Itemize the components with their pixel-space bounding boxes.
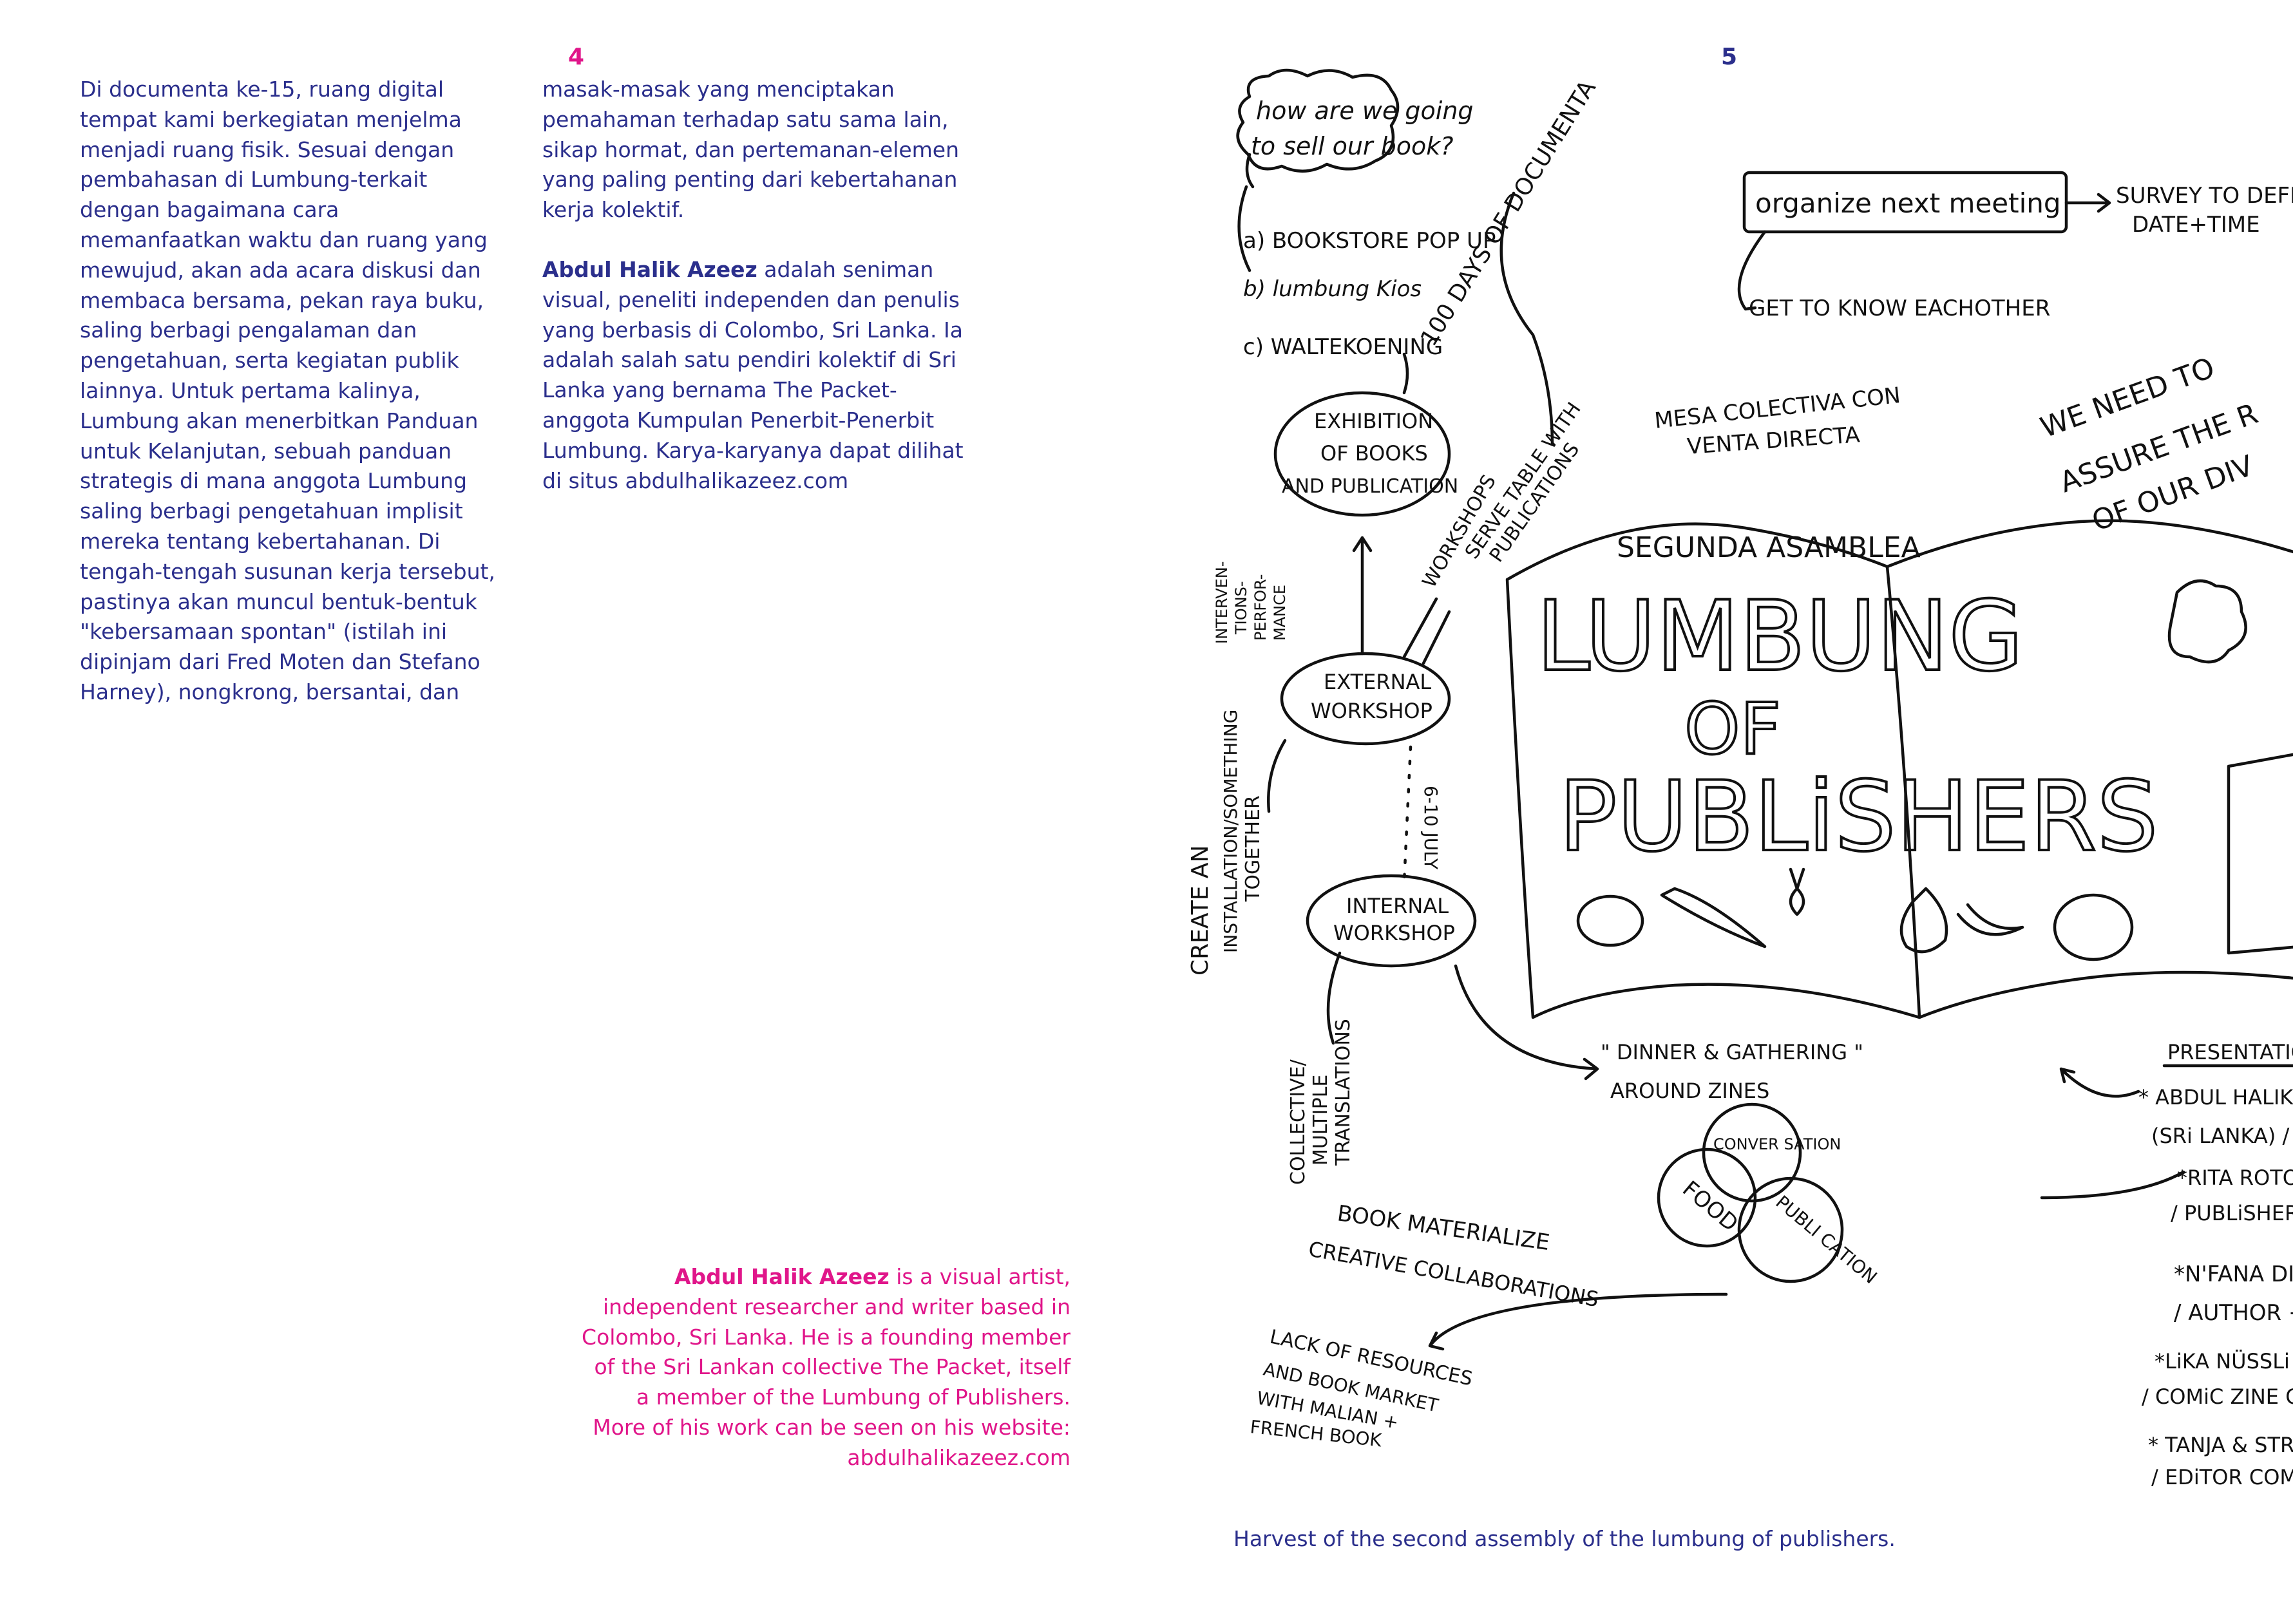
presenter-4-role: / COMiC ZINE COLLECTIVE [2142, 1384, 2293, 1409]
presentation-heading: PRESENTATION [2167, 1040, 2293, 1064]
segunda-asamblea: SEGUNDA ASAMBLEA [1617, 531, 1921, 564]
arrow-to-exhibition [1352, 536, 1373, 656]
bio-en-name: Abdul Halik Azeez [674, 1264, 890, 1289]
collective-label-2: MULTIPLE [1309, 1075, 1332, 1166]
text-column-1: Di documenta ke-15, ruang digital tempat… [80, 75, 505, 708]
presenter-2-name: *RITA ROTOLPRESS (KASSEL) [2177, 1166, 2293, 1190]
venn-publication [1737, 1176, 1844, 1283]
carrot-drawing [1660, 887, 1767, 949]
dinner-label-1: " DINNER & GATHERING " [1601, 1040, 1863, 1064]
body-continuation: masak-masak yang menciptakan pemahaman t… [542, 77, 960, 223]
arrow-to-workshops [1402, 597, 1438, 659]
presenter-2-role: / PUBLiSHER + BOOKSTORE [2171, 1201, 2293, 1225]
create-label-1: CREATE AN [1187, 845, 1213, 976]
venn-food [1657, 1147, 1757, 1248]
presenter-1-name: * ABDUL HALIK AZEEZ [2138, 1085, 2293, 1109]
get-to-know-label: GET TO KNOW EACHOTHER [1749, 296, 2050, 321]
arrow-to-mesa [1499, 191, 1554, 446]
notebook-drawing [2227, 753, 2293, 955]
internal-workshop-oval [1306, 874, 1477, 968]
survey-label-2: DATE+TIME [2132, 212, 2260, 238]
presenter-3-role: / AUTHOR + WRiTER + EDiTOR [2174, 1300, 2293, 1326]
left-page: 4 Di documenta ke-15, ruang digital temp… [0, 0, 1146, 1624]
presenter-3-name: *N'FANA DIAKITE (MALI) [2174, 1261, 2293, 1287]
presenter-4-name: *LiKA NÜSSLi [2155, 1349, 2290, 1374]
arrow-to-dinner [1454, 964, 1599, 1081]
venn-publication-label: PUBLI CATION [1772, 1191, 1881, 1288]
arrow-days-to-exhibition [1402, 352, 1409, 395]
publishers-title: PUBLiSHERS [1559, 761, 2158, 873]
next-meeting-label: organize next meeting [1755, 187, 2061, 219]
cloud-bump [1245, 153, 1255, 189]
bio-english: Abdul Halik Azeez is a visual artist, in… [580, 1262, 1070, 1473]
arrow-to-get-to-know [1737, 230, 1767, 311]
cloud-text-2: to sell our book? [1251, 132, 1453, 160]
figure-caption: Harvest of the second assembly of the lu… [1233, 1526, 1896, 1551]
create-label-2: INSTALLATION/SOMETHING [1220, 710, 1241, 953]
presenter-5-name: * TANJA & STRiPBURGER [2148, 1433, 2293, 1457]
july-label: 6-10 JULY [1420, 786, 1441, 870]
lumbung-title: LUMBUNG [1536, 581, 2023, 693]
exhibition-label-2: OF BOOKS [1320, 441, 1428, 466]
exhibition-label-3: AND PUBLICATION [1282, 475, 1458, 498]
book-outline [1505, 519, 2293, 1019]
exhibition-label-1: EXHIBITION [1314, 409, 1433, 433]
arrow-to-serve-table [1422, 610, 1451, 665]
option-b: b) lumbung Kios [1243, 276, 1422, 302]
presenter-5-role: / EDiTOR COMiC + ART + ZiNES [2151, 1465, 2293, 1489]
arrow-to-translations [1326, 951, 1342, 1045]
cloud-text-1: how are we going [1256, 97, 1474, 125]
collective-label-1: COLLECTIVE/ [1287, 1059, 1309, 1185]
page-number-right: 5 [1721, 44, 1738, 70]
cabbage-drawing [2053, 893, 2134, 961]
option-a: a) BOOKSTORE POP UP [1243, 228, 1496, 254]
venn-conversation-label: CONVER SATION [1713, 1135, 1841, 1153]
survey-label-1: SURVEY TO DEFI [2116, 183, 2293, 209]
interventions-2: TIONS- [1232, 581, 1250, 635]
interventions-1: INTERVEN- [1213, 562, 1231, 644]
bio-name: Abdul Halik Azeez [542, 256, 757, 282]
right-page: 5 [1146, 0, 2293, 1624]
internal-label-2: WORKSHOP [1333, 921, 1455, 945]
of-title: OF [1684, 688, 1781, 770]
radish-drawing [1789, 867, 1805, 916]
book-spine [1885, 565, 1921, 1019]
arrow-to-abdul [2059, 1067, 2140, 1098]
harvest-sketch: how are we going to sell our book? a) BO… [1187, 68, 2293, 1489]
external-workshop-oval [1280, 652, 1451, 746]
text-column-2: masak-masak yang menciptakan pemahaman t… [542, 75, 967, 496]
exhibition-oval [1273, 391, 1451, 517]
presenter-1-role: (SRi LANKA) / PUBLISHER [2151, 1124, 2293, 1148]
bio-text: adalah seniman visual, peneliti independ… [542, 256, 964, 493]
collective-label-3: TRANSLATIONS [1332, 1019, 1355, 1166]
internal-label-1: INTERNAL [1346, 894, 1449, 918]
arrow-venn-to-lack [1428, 1292, 1728, 1351]
lemon-drawing [1576, 894, 1644, 947]
dotted-link [1402, 745, 1413, 884]
creative-collaborations: CREATIVE COLLABORATIONS [1307, 1236, 1601, 1312]
body-paragraph: Di documenta ke-15, ruang digital tempat… [80, 77, 495, 704]
create-label-3: TOGETHER [1242, 795, 1264, 902]
page-number-left: 4 [568, 44, 585, 70]
arrow-to-survey [2064, 193, 2111, 213]
arrow-to-create [1267, 739, 1287, 813]
venn-conversation [1702, 1102, 1802, 1203]
option-c: c) WALTEKOENING [1243, 334, 1443, 360]
interventions-3: PERFOR- [1251, 574, 1270, 641]
external-label-2: WORKSHOP [1311, 699, 1432, 723]
interventions-4: MANCE [1271, 585, 1289, 641]
cauliflower-drawing [2167, 579, 2247, 664]
banana-drawing [1956, 903, 2024, 936]
bio-indonesian: Abdul Halik Azeez adalah seniman visual,… [542, 255, 967, 496]
bio-en-text: is a visual artist, independent research… [582, 1264, 1070, 1470]
venn-food-label: FOOD [1677, 1176, 1743, 1236]
arrow-to-rita [2040, 1170, 2185, 1200]
options-brace [1237, 185, 1251, 272]
dinner-label-2: AROUND ZINES [1610, 1079, 1769, 1103]
pear-drawing [1899, 887, 1948, 954]
mesa-label-1: MESA COLECTIVA CON [1653, 382, 1902, 434]
external-label-1: EXTERNAL [1324, 670, 1431, 694]
